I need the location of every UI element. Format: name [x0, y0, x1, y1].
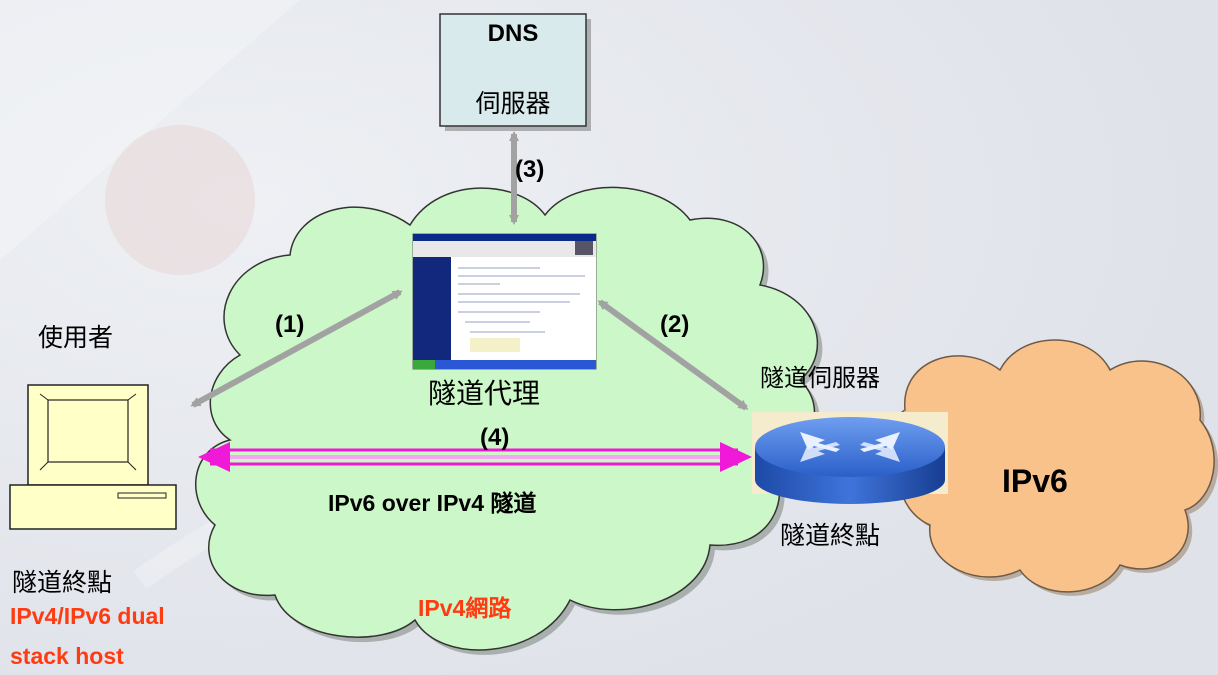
tunnel-server-router — [752, 412, 948, 504]
tunnel-label: IPv6 over IPv4 隧道 — [328, 490, 537, 516]
dns-server-label: 伺服器 — [475, 89, 551, 118]
user-label: 使用者 — [38, 323, 114, 352]
step-1-label: (1) — [275, 311, 305, 338]
ipv6-cloud — [897, 339, 1218, 596]
tunnel-endpoint-right-label: 隧道終點 — [780, 521, 881, 550]
ipv6-tunnel-arrow — [198, 442, 752, 472]
tunnel-server-label: 隧道伺服器 — [760, 364, 880, 392]
host-type-line1: IPv4/IPv6 dual — [10, 603, 165, 629]
gray-arrows — [190, 131, 749, 411]
step-3-label: (3) — [515, 156, 545, 183]
tunnel-broker-label: 隧道代理 — [428, 377, 541, 410]
step-4-label: (4) — [480, 424, 510, 451]
ipv4-network-label: IPv4網路 — [418, 595, 512, 621]
tunnel-broker-screenshot — [412, 233, 597, 370]
step-2-label: (2) — [660, 311, 690, 338]
dns-server-box — [439, 13, 591, 131]
ipv6-cloud-label: IPv6 — [1002, 463, 1068, 499]
user-computer-icon — [9, 384, 177, 530]
host-type-line2: stack host — [10, 643, 124, 669]
arrow-user-broker — [190, 289, 403, 408]
arrow-broker-server — [597, 299, 749, 411]
dns-label: DNS — [487, 20, 539, 47]
host-endpoint-label: 隧道終點 — [12, 568, 113, 597]
